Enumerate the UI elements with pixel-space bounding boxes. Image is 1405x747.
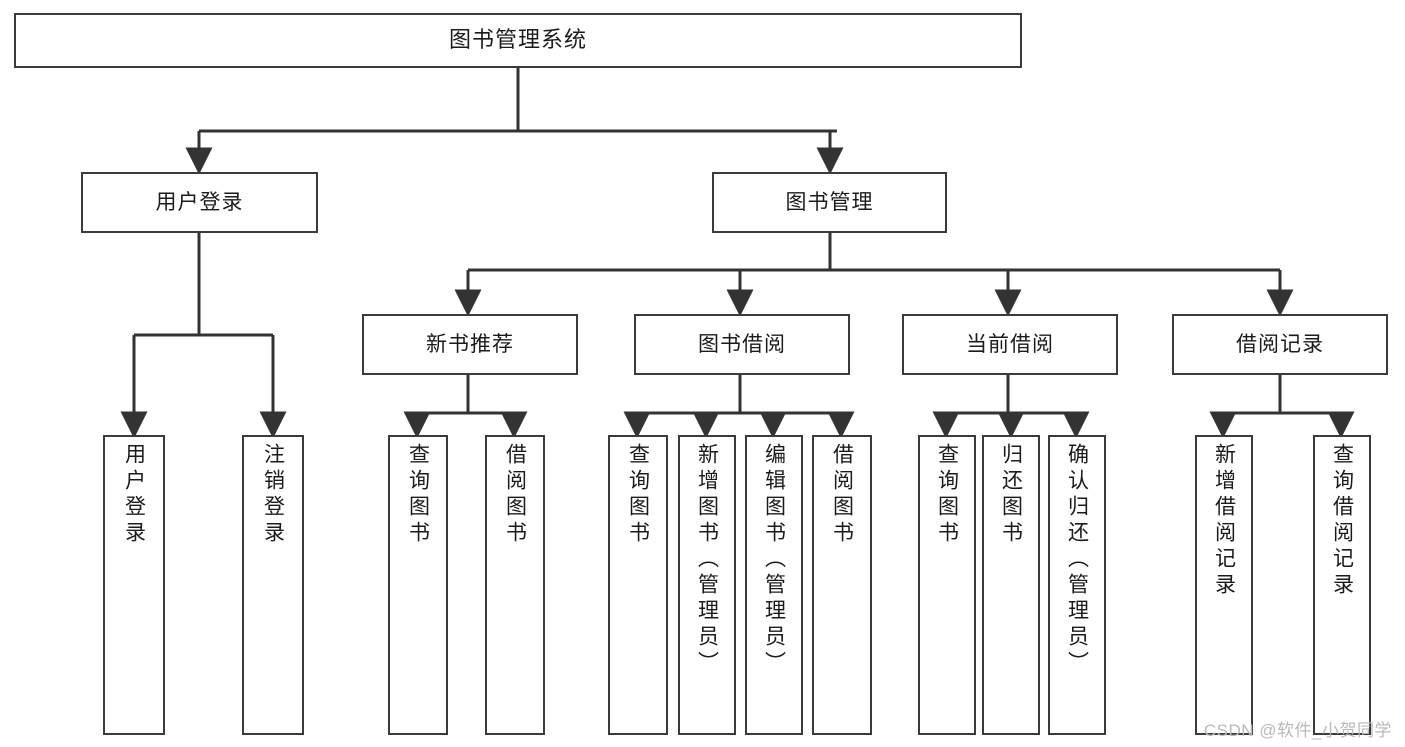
leaf-query-borrow-record-label: 查询借阅记录 <box>1330 443 1354 599</box>
leaf-add-book-admin-label: 新增图书（管理员） <box>695 443 719 677</box>
leaf-query-books-current-label: 查询图书 <box>935 443 959 547</box>
leaf-user-logout[interactable]: 注销登录 <box>242 435 304 735</box>
leaf-borrow-books[interactable]: 借阅图书 <box>812 435 872 735</box>
node-book-borrow[interactable]: 图书借阅 <box>634 314 850 375</box>
node-current-borrow[interactable]: 当前借阅 <box>902 314 1118 375</box>
leaf-edit-book-admin[interactable]: 编辑图书（管理员） <box>745 435 803 735</box>
node-user-login[interactable]: 用户登录 <box>81 172 318 233</box>
node-book-management-label: 图书管理 <box>785 190 874 214</box>
node-new-book-recommend[interactable]: 新书推荐 <box>362 314 578 375</box>
leaf-confirm-return-admin[interactable]: 确认归还（管理员） <box>1048 435 1106 735</box>
leaf-borrow-books-new-label: 借阅图书 <box>503 443 527 547</box>
node-book-borrow-label: 图书借阅 <box>698 332 786 356</box>
leaf-borrow-books-new[interactable]: 借阅图书 <box>485 435 545 735</box>
leaf-query-borrow-record[interactable]: 查询借阅记录 <box>1313 435 1371 735</box>
leaf-query-books-borrow-label: 查询图书 <box>626 443 650 547</box>
node-borrow-records-label: 借阅记录 <box>1236 332 1324 356</box>
node-current-borrow-label: 当前借阅 <box>966 332 1054 356</box>
leaf-query-books-borrow[interactable]: 查询图书 <box>608 435 668 735</box>
leaf-return-books-label: 归还图书 <box>999 443 1023 547</box>
node-borrow-records[interactable]: 借阅记录 <box>1172 314 1388 375</box>
leaf-edit-book-admin-label: 编辑图书（管理员） <box>762 443 786 677</box>
node-root-label: 图书管理系统 <box>448 27 587 53</box>
leaf-add-borrow-record-label: 新增借阅记录 <box>1212 443 1236 599</box>
leaf-query-books-new[interactable]: 查询图书 <box>388 435 448 735</box>
node-book-management[interactable]: 图书管理 <box>712 172 947 233</box>
leaf-user-login-label: 用户登录 <box>122 443 146 547</box>
node-user-login-label: 用户登录 <box>155 190 244 214</box>
leaf-confirm-return-admin-label: 确认归还（管理员） <box>1065 443 1089 677</box>
leaf-return-books[interactable]: 归还图书 <box>982 435 1040 735</box>
watermark: CSDN @软件_小贺同学 <box>1203 721 1392 740</box>
node-new-book-recommend-label: 新书推荐 <box>426 332 514 356</box>
node-root[interactable]: 图书管理系统 <box>14 13 1022 68</box>
leaf-user-login[interactable]: 用户登录 <box>103 435 165 735</box>
leaf-add-book-admin[interactable]: 新增图书（管理员） <box>678 435 736 735</box>
leaf-user-logout-label: 注销登录 <box>261 443 285 547</box>
leaf-add-borrow-record[interactable]: 新增借阅记录 <box>1195 435 1253 735</box>
leaf-query-books-new-label: 查询图书 <box>406 443 430 547</box>
leaf-borrow-books-label: 借阅图书 <box>830 443 854 547</box>
leaf-query-books-current[interactable]: 查询图书 <box>918 435 976 735</box>
